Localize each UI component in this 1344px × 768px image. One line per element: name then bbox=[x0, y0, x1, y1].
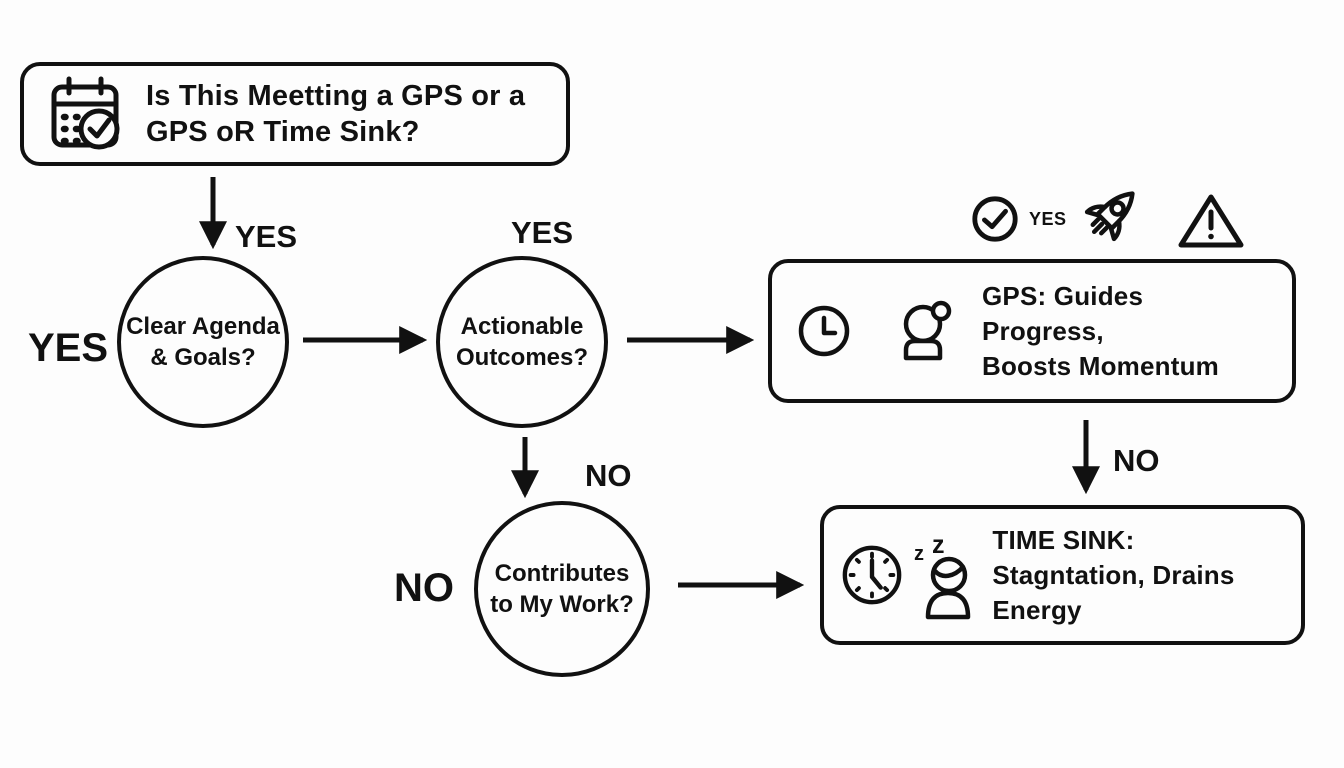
time-sink-box: z z TIME SINK: Stagntation, Drains Energ… bbox=[820, 505, 1305, 645]
gps-box-text: GPS: Guides Progress, Boosts Momentum bbox=[982, 279, 1268, 384]
gps-box: GPS: Guides Progress, Boosts Momentum bbox=[768, 259, 1296, 403]
title-text: Is This Meetting a GPS or a GPS oR Time … bbox=[146, 78, 525, 150]
check-circle-icon bbox=[970, 194, 1020, 244]
label-yes-title-to-agenda: YES bbox=[235, 219, 298, 254]
title-box: Is This Meetting a GPS or a GPS oR Time … bbox=[20, 62, 570, 166]
rocket-icon bbox=[1072, 182, 1148, 252]
sleeping-person-icon: z z bbox=[914, 527, 971, 623]
time-sink-line-1: TIME SINK: bbox=[992, 524, 1135, 555]
label-no-outcomes-to-contributes: NO bbox=[585, 458, 632, 493]
sleep-z-small: z bbox=[914, 543, 924, 565]
sleep-z-large: z bbox=[932, 531, 945, 559]
node-actionable-outcomes: Actionable Outcomes? bbox=[436, 256, 608, 428]
label-no-left-of-contributes: NO bbox=[394, 566, 454, 610]
node-clear-agenda: Clear Agenda & Goals? bbox=[117, 256, 289, 428]
label-yes-left-of-agenda: YES bbox=[28, 326, 109, 370]
node-clear-agenda-line-2: & Goals? bbox=[150, 344, 256, 371]
node-contributes-work-line-2: to My Work? bbox=[490, 591, 634, 618]
time-sink-box-text: TIME SINK: Stagntation, Drains Energy bbox=[992, 523, 1285, 628]
label-no-gps-to-timesink: NO bbox=[1113, 443, 1160, 478]
gps-box-line-1: GPS: Guides Progress, bbox=[982, 280, 1144, 346]
node-contributes-work: Contributes to My Work? bbox=[474, 501, 650, 677]
clock-ticks-icon bbox=[840, 543, 904, 607]
node-clear-agenda-line-1: Clear Agenda bbox=[126, 313, 280, 340]
node-actionable-outcomes-line-1: Actionable bbox=[460, 313, 584, 340]
node-actionable-outcomes-line-2: Outcomes? bbox=[455, 344, 589, 371]
warning-triangle-icon bbox=[1176, 190, 1246, 250]
title-line-2: GPS oR Time Sink? bbox=[146, 116, 420, 148]
clock-icon bbox=[796, 303, 852, 359]
node-contributes-work-line-1: Contributes bbox=[494, 560, 630, 587]
time-sink-line-2: Stagntation, Drains Energy bbox=[992, 559, 1235, 625]
person-bun-icon bbox=[894, 300, 960, 362]
label-yes-above-outcomes: YES bbox=[511, 215, 574, 250]
calendar-check-icon bbox=[42, 73, 126, 155]
gps-box-line-2: Boosts Momentum bbox=[982, 350, 1219, 381]
label-yes-icon-caption: YES bbox=[1029, 209, 1067, 229]
title-line-1: Is This Meetting a GPS or a bbox=[146, 80, 526, 112]
